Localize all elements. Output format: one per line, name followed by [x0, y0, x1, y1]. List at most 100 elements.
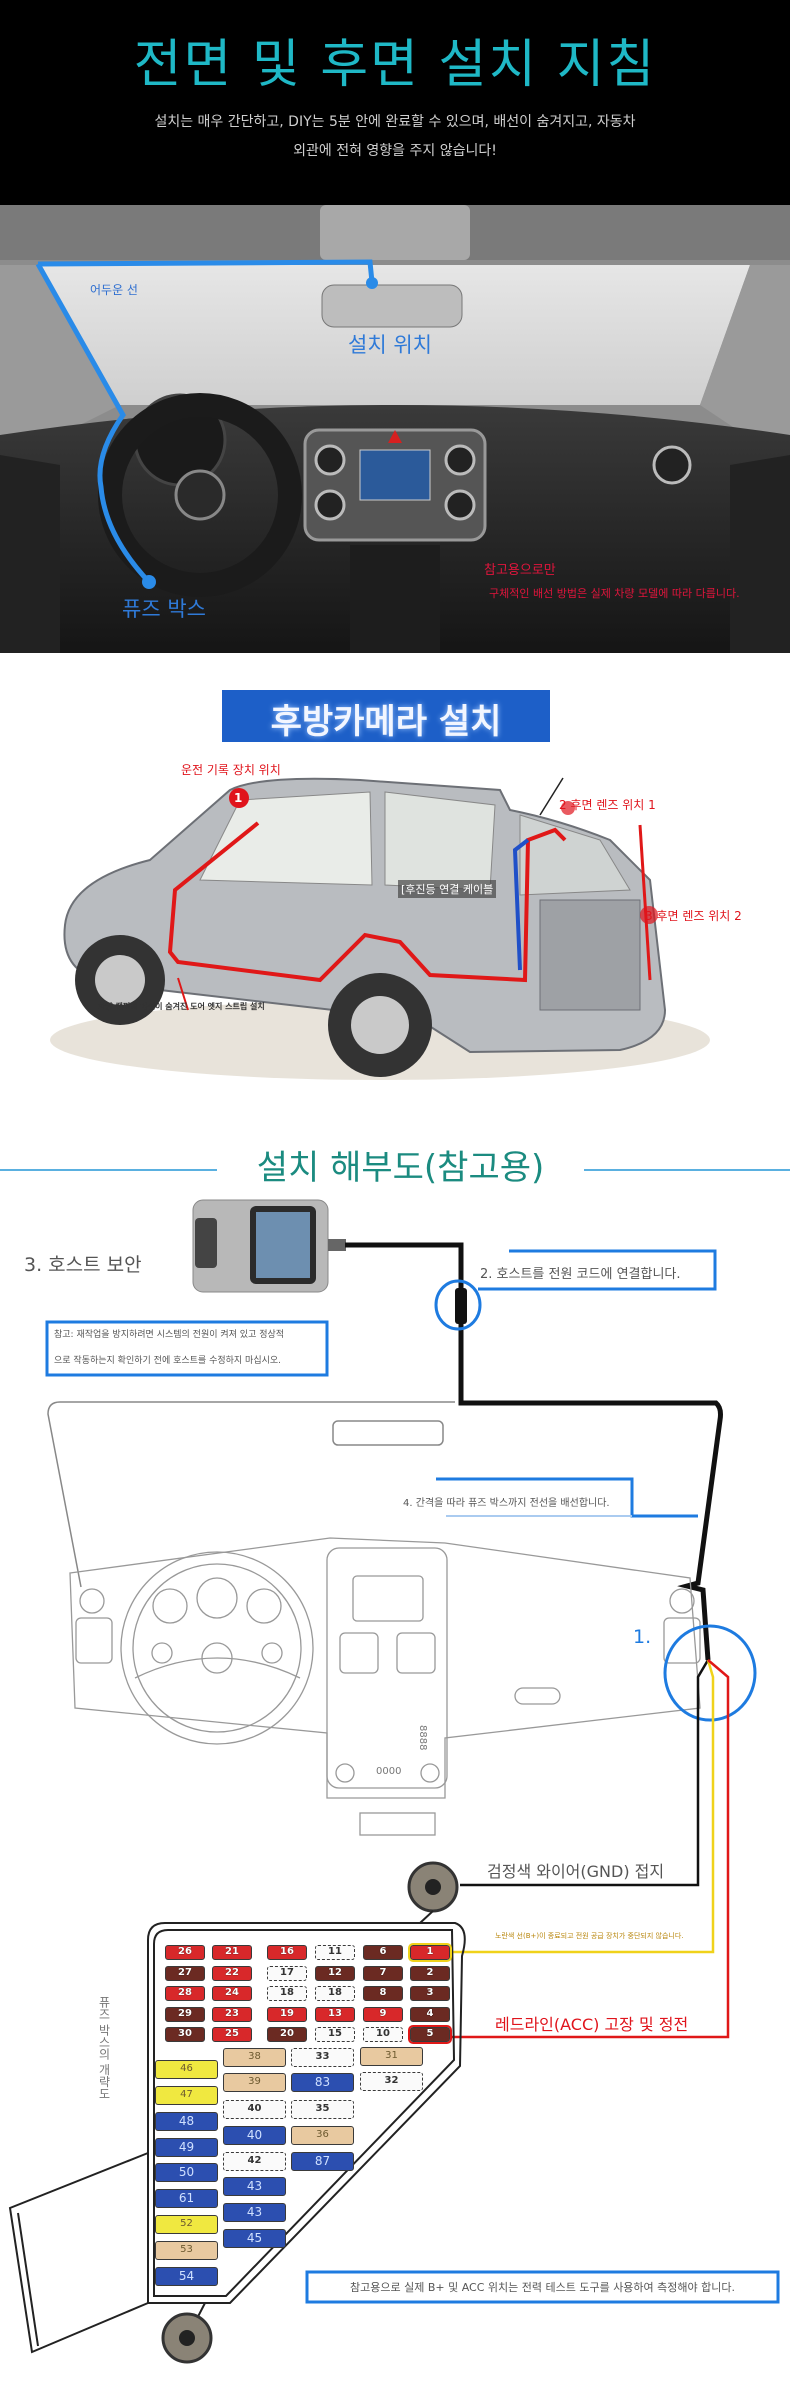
note-line-1: 참고: 재작업을 방지하려면 시스템의 전원이 켜져 있고 정상적 — [54, 1330, 285, 1340]
yellow-bplus-wire — [452, 1659, 715, 1954]
fuse-50: 50 — [155, 2163, 218, 2182]
reference-only-label: 참고용으로만 — [484, 563, 556, 578]
fuse-27: 27 — [165, 1966, 205, 1981]
rear-cable-route-blue — [512, 838, 530, 971]
fuse-47: 47 — [155, 2086, 218, 2105]
interior-illustration — [0, 205, 790, 653]
step3-label: 3. 호스트 보안 — [24, 1254, 142, 1276]
fuse-35: 35 — [291, 2100, 354, 2119]
subtitle-line-1: 설치는 매우 간단하고, DIY는 5분 안에 완료할 수 있으며, 배선이 숨… — [154, 114, 636, 130]
red-acc-wire — [452, 1659, 730, 2039]
fuse-8: 8 — [363, 1986, 403, 2001]
rear-car-illustration — [50, 777, 710, 1080]
fuse-9: 9 — [363, 2007, 403, 2022]
fuse-54: 54 — [155, 2267, 218, 2286]
fuse-3: 3 — [410, 1986, 450, 2001]
recorder-position-label: 운전 기록 장치 위치 — [181, 763, 281, 777]
fuse-32: 32 — [360, 2072, 423, 2091]
fuse-33: 33 — [291, 2048, 354, 2067]
mount-point-dot — [366, 277, 378, 289]
fuse-40: 40 — [223, 2126, 286, 2145]
fuse-7: 7 — [363, 1966, 403, 1981]
dark-line-route — [37, 259, 375, 283]
fuse-24: 24 — [212, 1986, 252, 2001]
yellow-wire-note: 노란색 선(B+)이 종료되고 전원 공급 장치가 중단되지 않습니다. — [495, 1932, 684, 1940]
marker-1-circle — [229, 788, 249, 808]
door-strip-caption: 차량 캠퍼에 배선이 숨겨진 도어 엣지 스트립 설치 — [98, 1002, 265, 1011]
step4-label: 4. 간격을 따라 퓨즈 박스까지 전선을 배선합니다. — [403, 1498, 610, 1509]
fuse-43: 43 — [223, 2177, 286, 2196]
fuse-46: 46 — [155, 2060, 218, 2079]
fuse-26: 26 — [165, 1945, 205, 1960]
fuse-48: 48 — [155, 2112, 218, 2131]
page-title: 전면 및 후면 설치 지침 — [133, 35, 657, 95]
fuse-38: 38 — [223, 2048, 286, 2067]
bottom-screw-icon — [161, 2312, 213, 2364]
black-gnd-wire — [460, 1659, 710, 1887]
infotainment-screen — [359, 449, 431, 501]
fuse-18: 18 — [315, 1986, 355, 2001]
note-line-2: 으로 작동하는지 확인하기 전에 호스트를 수정하지 마십시오. — [54, 1356, 282, 1366]
fuse-18: 18 — [267, 1986, 307, 2001]
wiring-diagram — [8, 1199, 780, 2364]
rear-lens-position-2: 3 후면 렌즈 위치 2 — [645, 909, 742, 923]
fuse-28: 28 — [165, 1986, 205, 2001]
front-interior-photo: 어두운 선 설치 위치 퓨즈 박스 참고용으로만 구체적인 배선 방법은 실제 … — [0, 205, 790, 653]
fuse-2: 2 — [410, 1966, 450, 1981]
fuse-22: 22 — [212, 1966, 252, 1981]
fuse-box-outline — [8, 1910, 466, 2354]
step1-label: 1. — [633, 1626, 652, 1648]
rearview-mirror-outline — [332, 1420, 444, 1446]
title-rule-left — [0, 1169, 217, 1171]
title-rule-right — [584, 1169, 790, 1171]
fuse-21: 21 — [212, 1945, 252, 1960]
dashcam-icon — [192, 1199, 346, 1293]
connector-highlight-circle — [434, 1279, 482, 1331]
fuse-40: 40 — [223, 2100, 286, 2119]
antenna — [539, 777, 564, 816]
dashboard-outline — [69, 1537, 701, 1836]
power-cable — [345, 1242, 723, 1661]
fuse-16: 16 — [267, 1945, 307, 1960]
fuse-15: 15 — [315, 2027, 355, 2042]
fuse-52: 52 — [155, 2215, 218, 2234]
fuse-4: 4 — [410, 2007, 450, 2022]
dashboard-vertical-digits: 8888 — [417, 1725, 428, 1751]
fuse-1: 1 — [408, 1943, 452, 1962]
fuse-box-dot — [142, 575, 156, 589]
subtitle-line-2: 외관에 전혀 영향을 주지 않습니다! — [293, 143, 497, 159]
fuse-31: 31 — [360, 2047, 423, 2066]
fuse-6: 6 — [363, 1945, 403, 1960]
rear-camera-banner: 후방카메라 설치 — [222, 690, 550, 742]
fuse-45: 45 — [223, 2229, 286, 2248]
rear-cable-route-red — [167, 821, 567, 983]
fuse-30: 30 — [165, 2027, 205, 2042]
cable-connector — [455, 1288, 467, 1324]
fuse-box-label: 퓨즈 박스 — [122, 597, 206, 621]
bottom-note: 참고용으로 실제 B+ 및 ACC 위치는 전력 테스트 도구를 사용하여 측정… — [349, 2281, 735, 2294]
dashboard-clock-digits: 0000 — [376, 1766, 402, 1777]
gnd-label: 검정색 와이어(GND) 접지 — [487, 1862, 665, 1881]
header-banner: 전면 및 후면 설치 지침 설치는 매우 간단하고, DIY는 5분 안에 완료… — [0, 0, 790, 205]
fuse-5: 5 — [408, 2025, 452, 2044]
fuse-87: 87 — [291, 2152, 354, 2171]
rear-camera-title: 후방카메라 설치 — [270, 702, 502, 742]
diagram-title: 설치 해부도(참고용) — [256, 1148, 545, 1188]
fuse-49: 49 — [155, 2138, 218, 2157]
fuse-13: 13 — [315, 2007, 355, 2022]
acc-red-label: 레드라인(ACC) 고장 및 정전 — [495, 2015, 689, 2034]
fuse-61: 61 — [155, 2189, 218, 2208]
fuse-11: 11 — [315, 1945, 355, 1960]
door-strip-arrow — [177, 977, 189, 1011]
rear-lens-position-1: 2 후면 렌즈 위치 1 — [559, 798, 656, 812]
fuse-12: 12 — [315, 1966, 355, 1981]
fuse-43: 43 — [223, 2203, 286, 2222]
fuse-19: 19 — [267, 2007, 307, 2022]
fuse-23: 23 — [212, 2007, 252, 2022]
rearview-mirror — [321, 284, 463, 328]
fuse-17: 17 — [267, 1966, 307, 1981]
wiring-note: 구체적인 배선 방법은 실제 차량 모델에 따라 다릅니다. — [489, 587, 740, 600]
fuse-20: 20 — [267, 2027, 307, 2042]
fuse-10: 10 — [363, 2027, 403, 2042]
reverse-light-cable-label: [후진등 연결 케이블 — [398, 880, 497, 898]
